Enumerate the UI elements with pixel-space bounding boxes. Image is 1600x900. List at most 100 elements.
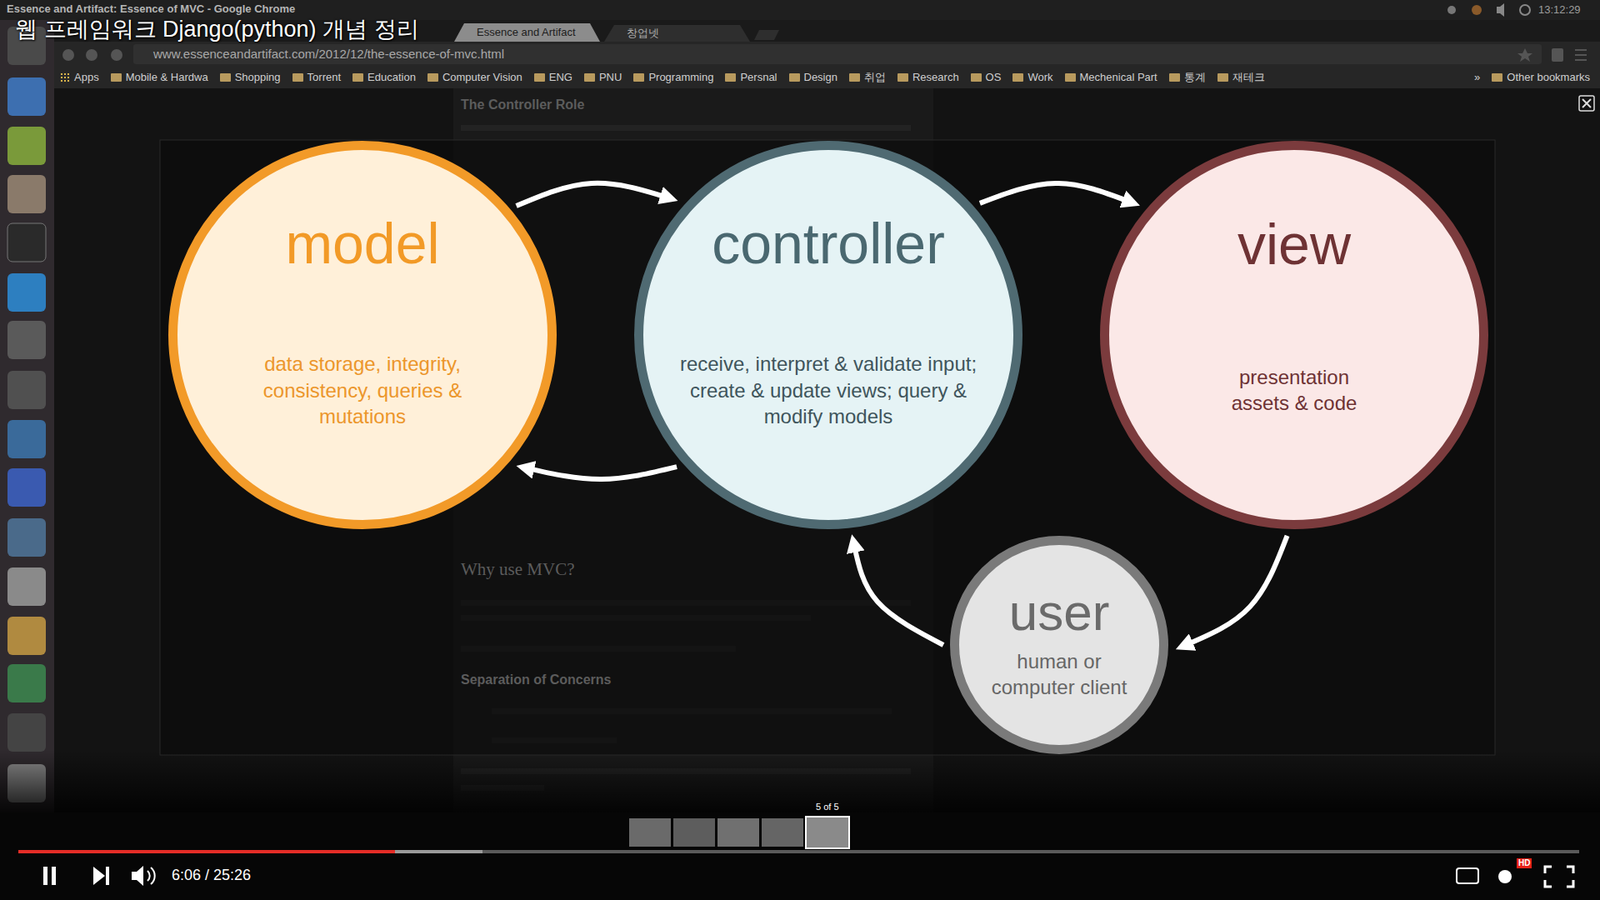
inactive-tab	[604, 25, 750, 42]
time-display: 6:06 / 25:26	[171, 866, 251, 885]
decoration	[1447, 5, 1456, 15]
active-tab	[454, 23, 600, 42]
flow-arrow	[516, 183, 668, 206]
node-heading: controller	[711, 210, 945, 276]
bookmark: Shopping	[220, 70, 281, 85]
decoration	[7, 320, 46, 360]
window-title: Essence and Artifact: Essence of MVC - G…	[6, 2, 295, 16]
bookmark: »	[1474, 70, 1480, 85]
flow-arrow	[980, 183, 1130, 204]
tab-title: 창업넷	[626, 26, 660, 40]
flow-arrow	[1185, 535, 1288, 645]
decoration	[7, 567, 46, 606]
bookmark: ENG	[534, 70, 573, 85]
decoration	[805, 816, 850, 849]
bookmarks-list: Apps Mobile & Hardwa Shopping Torrent Educat…	[60, 68, 1590, 87]
omnibox	[133, 44, 1542, 65]
circle-shape	[639, 145, 1019, 525]
circle-outline	[950, 535, 1169, 755]
bookmark: Apps	[60, 70, 100, 85]
decoration	[7, 126, 46, 165]
circle-outline	[1100, 140, 1489, 530]
new-tab-button	[754, 30, 780, 40]
bookmark: Design	[789, 70, 838, 85]
label-holder: 13:12:29	[1538, 3, 1581, 17]
bookmark: Other bookmarks	[1491, 70, 1590, 85]
progress-track	[18, 850, 1580, 854]
bookmark: 재테크	[1217, 70, 1265, 85]
user-circle: user human or computer client	[950, 535, 1169, 755]
label-holder: Essence and Artifact	[476, 25, 576, 40]
bookmark: Persnal	[725, 70, 777, 85]
player-buttons	[43, 865, 1574, 887]
label-holder: Separation of Concerns	[460, 671, 611, 688]
bookmark: OS	[970, 70, 1002, 85]
decoration	[1575, 54, 1587, 56]
decoration	[717, 818, 760, 847]
decoration	[1582, 99, 1591, 108]
tab-title: Essence and Artifact	[476, 25, 576, 40]
decoration	[150, 867, 155, 885]
controls-shade	[0, 750, 1600, 817]
video-title: 웹 프레임워크 Django(python) 개념 정리	[15, 15, 420, 43]
node-heading: view	[1237, 211, 1351, 277]
decoration	[629, 818, 671, 847]
decoration	[1471, 5, 1482, 15]
label-holder: 5 of 5	[815, 801, 840, 813]
node-body: data storage, integrity, consistency, qu…	[241, 350, 484, 430]
decoration	[93, 866, 105, 885]
decoration	[1496, 3, 1505, 17]
label-holder: Why use MVC?	[460, 559, 575, 580]
label-holder: 창업넷	[626, 26, 660, 40]
circle-outline	[168, 140, 557, 530]
decoration	[1498, 870, 1512, 884]
decoration	[7, 664, 46, 703]
bookmark: Research	[897, 70, 960, 85]
clock: 13:12:29	[1538, 3, 1581, 17]
player-controls-bar	[0, 812, 1600, 900]
close-button	[1579, 95, 1595, 111]
thumbnail-counter: 5 of 5	[815, 801, 840, 813]
decoration	[1575, 59, 1587, 61]
decoration	[1517, 48, 1533, 62]
view-circle: view presentation assets & code	[1100, 140, 1489, 530]
bookmark: Mechenical Part	[1065, 70, 1158, 85]
label-holder: HD	[1516, 858, 1532, 869]
decoration	[62, 49, 75, 61]
node-body: presentation assets & code	[1219, 364, 1370, 416]
node-body: receive, interpret & validate input; cre…	[670, 350, 987, 430]
circle-shape	[1105, 145, 1485, 525]
bookmark: 통계	[1169, 70, 1206, 85]
decoration	[7, 420, 46, 459]
flow-arrow	[854, 545, 944, 645]
label-holder: www.essenceandartifact.com/2012/12/the-e…	[153, 46, 505, 62]
label-holder: The Controller Role	[460, 96, 585, 113]
node-heading: user	[1009, 582, 1110, 642]
decoration	[1545, 866, 1574, 887]
circle-outline	[634, 140, 1023, 530]
decoration	[7, 175, 46, 214]
circle-shape	[173, 145, 553, 525]
bookmark: Torrent	[292, 70, 341, 85]
decoration	[460, 125, 911, 131]
decoration	[7, 370, 46, 410]
decoration	[7, 468, 46, 507]
system-tray-icons	[1447, 3, 1530, 17]
decoration	[110, 49, 123, 61]
decoration	[51, 866, 56, 885]
page-heading: Why use MVC?	[460, 559, 575, 580]
decoration	[7, 518, 46, 557]
decoration	[43, 866, 48, 885]
decoration	[7, 223, 46, 262]
decoration	[7, 713, 46, 752]
bookmark: Education	[352, 70, 416, 85]
bookmark: Computer Vision	[427, 70, 523, 85]
node-body: human or computer client	[978, 648, 1141, 700]
decoration	[1551, 48, 1564, 62]
decoration	[761, 818, 804, 847]
circle-shape	[955, 540, 1165, 750]
toolbar	[54, 41, 1600, 67]
bookmark: Mobile & Hardwa	[110, 70, 209, 85]
